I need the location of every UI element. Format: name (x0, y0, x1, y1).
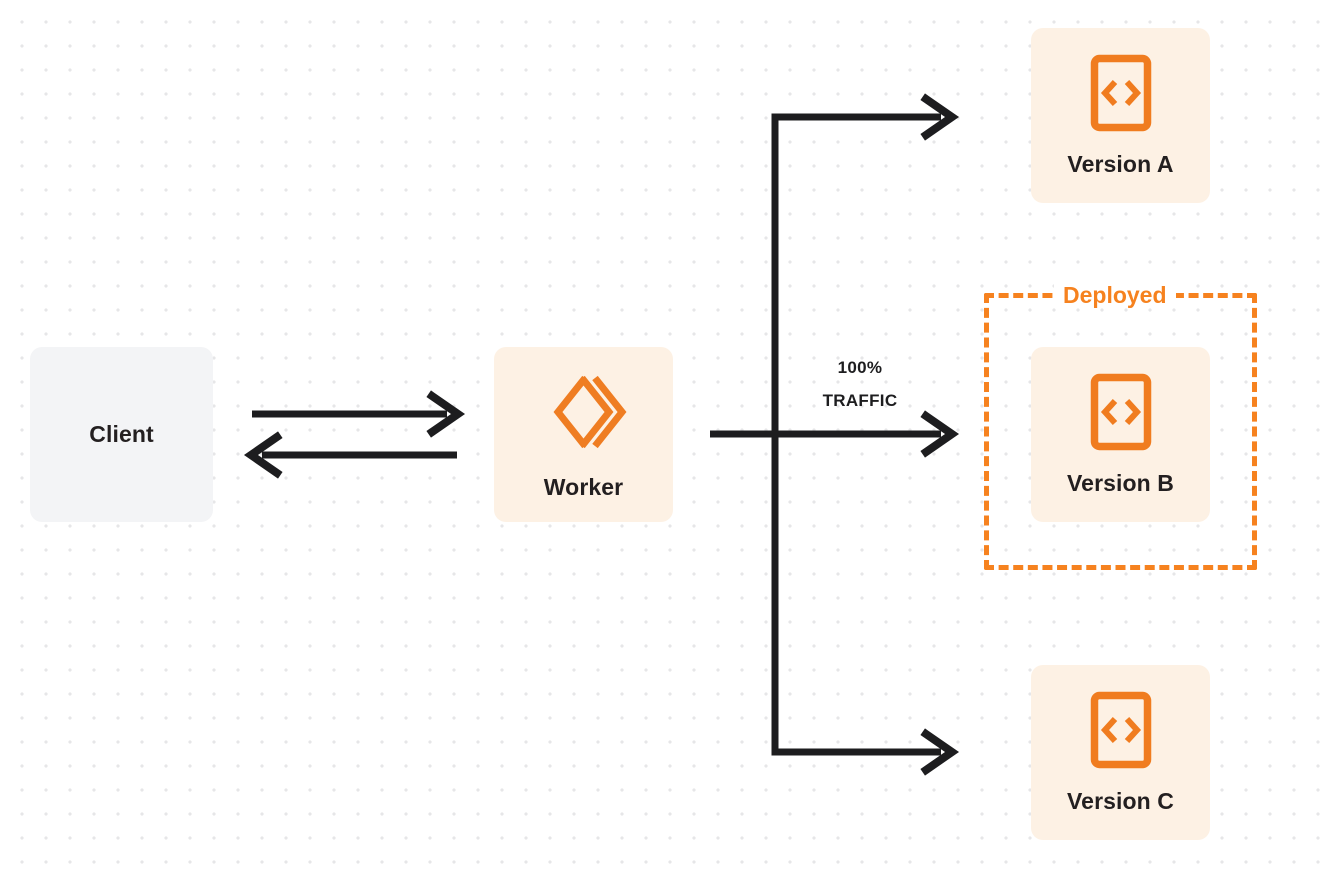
node-version-c-label: Version C (1067, 787, 1174, 814)
node-worker-label: Worker (543, 473, 624, 500)
cloudflare-workers-logo-icon (541, 369, 627, 455)
node-version-c[interactable]: Version C (1031, 665, 1210, 840)
traffic-percent: 100% (837, 358, 883, 377)
node-version-b[interactable]: Version B (1031, 347, 1210, 522)
node-worker[interactable]: Worker (494, 347, 673, 522)
code-brackets-icon (1090, 373, 1152, 451)
edge-worker-to-client (243, 431, 457, 479)
code-brackets-icon (1090, 691, 1152, 769)
node-version-a[interactable]: Version A (1031, 28, 1210, 203)
node-version-a-label: Version A (1067, 150, 1174, 177)
deployed-group-label: Deployed (1054, 283, 1176, 307)
traffic-word: TRAFFIC (822, 391, 898, 410)
edge-client-to-worker (252, 390, 466, 438)
node-client-label: Client (89, 420, 154, 447)
traffic-label: 100% TRAFFIC (786, 351, 934, 417)
node-client[interactable]: Client (30, 347, 213, 522)
node-version-b-label: Version B (1067, 469, 1174, 496)
code-brackets-icon (1090, 54, 1152, 132)
edge-worker-to-versions (710, 93, 960, 776)
